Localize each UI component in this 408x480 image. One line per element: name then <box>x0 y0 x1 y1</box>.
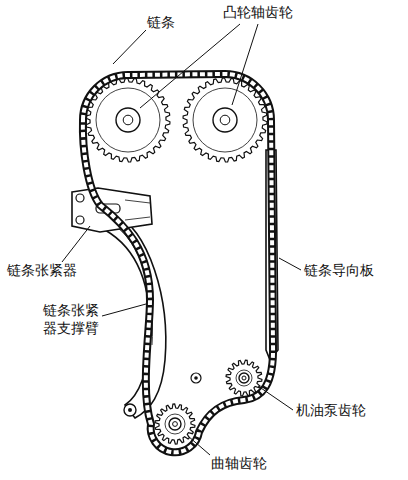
leader-line <box>62 226 90 262</box>
tensioner-plunger <box>125 217 150 220</box>
leader-lines <box>62 24 301 455</box>
gear-rim <box>193 88 257 152</box>
leader-line <box>279 258 301 270</box>
gear-rim <box>96 88 160 152</box>
gear-teeth <box>155 404 195 444</box>
part-label: 曲轴齿轮 <box>210 455 268 473</box>
chain-outline <box>83 74 273 452</box>
gear-teeth <box>226 360 262 396</box>
gear-bore <box>242 376 246 380</box>
bolt-hole <box>191 373 201 383</box>
leader-line <box>232 24 258 105</box>
part-label: 凸轮轴齿轮 <box>222 4 294 22</box>
part-label: 链条 <box>146 14 176 32</box>
gear-rim <box>165 414 185 434</box>
gear-bore <box>173 422 178 427</box>
gear-bore <box>220 115 230 125</box>
gear-hub <box>169 418 181 430</box>
timing-chain <box>83 74 273 452</box>
part-label: 链条张紧器支撑臂 <box>42 302 102 337</box>
leader-line <box>140 24 240 108</box>
leader-line <box>188 436 210 455</box>
arm-pivot <box>124 404 136 416</box>
tensioner-plunger <box>125 200 150 203</box>
gear-teeth <box>183 78 267 162</box>
leader-line <box>113 30 146 64</box>
part-label: 链条张紧器 <box>6 262 78 280</box>
gear-rim <box>236 370 252 386</box>
tensioner-bolt <box>76 216 84 224</box>
arm-pivot-pin <box>128 408 132 412</box>
chain-links <box>83 74 273 452</box>
tensioner-bolt <box>76 194 84 202</box>
part-label: 机油泵齿轮 <box>295 402 367 420</box>
leader-line <box>102 304 146 316</box>
bolt-hole-center <box>194 376 198 380</box>
gear-hub <box>239 373 249 383</box>
leader-line <box>258 386 293 410</box>
gear-hub <box>116 108 140 132</box>
part-label: 链条导向板 <box>303 262 375 280</box>
gear-bore <box>123 115 133 125</box>
gear-hub <box>213 108 237 132</box>
gear-group <box>86 78 267 444</box>
